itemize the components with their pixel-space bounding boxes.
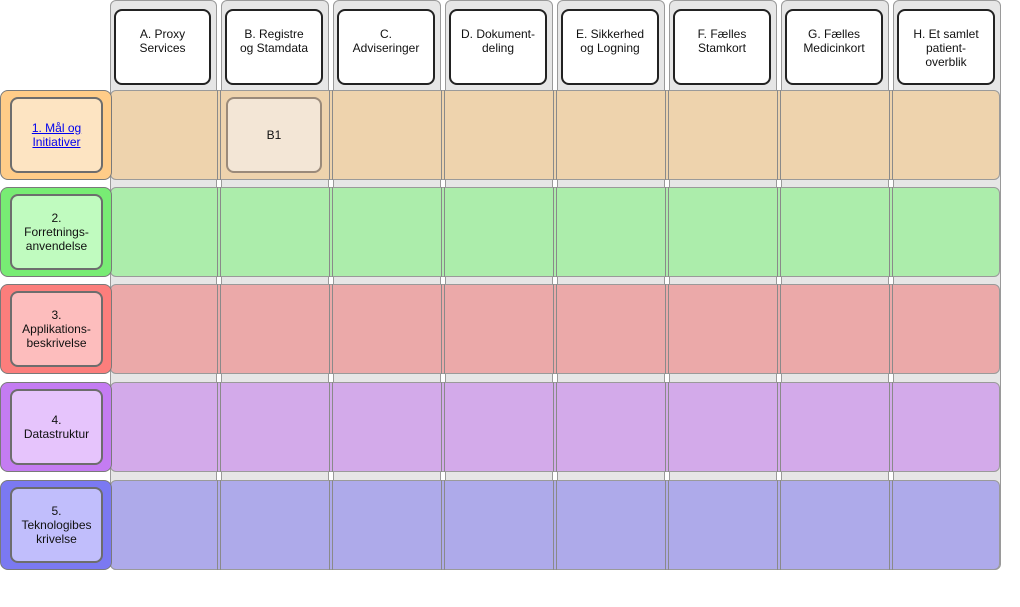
row-5-divider — [329, 480, 333, 570]
column-b-header: B. Registre og Stamdata — [225, 9, 323, 85]
row-1-divider — [777, 90, 781, 180]
column-f-header: F. Fælles Stamkort — [673, 9, 771, 85]
column-g-label: G. Fælles Medicinkort — [803, 27, 865, 55]
row-4-divider — [665, 382, 669, 472]
column-h-label: H. Et samlet patient- overblik — [913, 27, 979, 69]
row-2-divider — [441, 187, 445, 277]
row-3-divider — [665, 284, 669, 374]
row-4-band — [110, 382, 1000, 472]
column-a-header: A. Proxy Services — [114, 9, 211, 85]
row-5-divider — [777, 480, 781, 570]
row-5-label: 5. Teknologibes krivelse — [21, 504, 92, 546]
row-4-divider — [889, 382, 893, 472]
row-1-divider — [889, 90, 893, 180]
row-2-divider — [777, 187, 781, 277]
row-2-divider — [329, 187, 333, 277]
row-2-divider — [665, 187, 669, 277]
column-h-header: H. Et samlet patient- overblik — [897, 9, 995, 85]
row-2-divider — [553, 187, 557, 277]
row-1-label-box[interactable]: 1. Mål og Initiativer — [10, 97, 103, 173]
row-4-divider — [553, 382, 557, 472]
row-2-band — [110, 187, 1000, 277]
row-3-label-box: 3. Applikations- beskrivelse — [10, 291, 103, 367]
row-3-divider — [217, 284, 221, 374]
row-3-divider — [777, 284, 781, 374]
row-4-divider — [329, 382, 333, 472]
column-g-header: G. Fælles Medicinkort — [785, 9, 883, 85]
column-c-label: C. Adviseringer — [352, 27, 420, 55]
row-2-divider — [889, 187, 893, 277]
row-5-divider — [553, 480, 557, 570]
row-5-band — [110, 480, 1000, 570]
row-2-divider — [217, 187, 221, 277]
column-d-label: D. Dokument- deling — [460, 27, 536, 55]
row-1-divider — [329, 90, 333, 180]
column-a-label: A. Proxy Services — [139, 27, 186, 55]
column-b-label: B. Registre og Stamdata — [239, 27, 309, 55]
row-3-divider — [889, 284, 893, 374]
row-5-divider — [665, 480, 669, 570]
column-e-label: E. Sikkerhed og Logning — [575, 27, 645, 55]
row-3-divider — [441, 284, 445, 374]
row-1-divider — [217, 90, 221, 180]
row-4-label: 4. Datastruktur — [23, 413, 90, 441]
row-3-band — [110, 284, 1000, 374]
row-3-label: 3. Applikations- beskrivelse — [22, 308, 91, 350]
row-1-link[interactable]: 1. Mål og Initiativer — [31, 121, 82, 149]
row-4-divider — [777, 382, 781, 472]
row-4-divider — [441, 382, 445, 472]
row-4-divider — [217, 382, 221, 472]
column-d-header: D. Dokument- deling — [449, 9, 547, 85]
row-1-divider — [553, 90, 557, 180]
row-1-divider — [665, 90, 669, 180]
column-f-label: F. Fælles Stamkort — [697, 27, 747, 55]
column-e-header: E. Sikkerhed og Logning — [561, 9, 659, 85]
row-3-divider — [329, 284, 333, 374]
row-1-divider — [441, 90, 445, 180]
row-5-label-box: 5. Teknologibes krivelse — [10, 487, 103, 563]
column-c-header: C. Adviseringer — [337, 9, 435, 85]
row-5-divider — [889, 480, 893, 570]
cell-b1-label: B1 — [266, 128, 282, 142]
cell-b1[interactable]: B1 — [226, 97, 322, 173]
row-3-divider — [553, 284, 557, 374]
row-5-divider — [441, 480, 445, 570]
row-2-label-box: 2. Forretnings- anvendelse — [10, 194, 103, 270]
row-4-label-box: 4. Datastruktur — [10, 389, 103, 465]
row-5-divider — [217, 480, 221, 570]
row-2-label: 2. Forretnings- anvendelse — [24, 211, 89, 253]
